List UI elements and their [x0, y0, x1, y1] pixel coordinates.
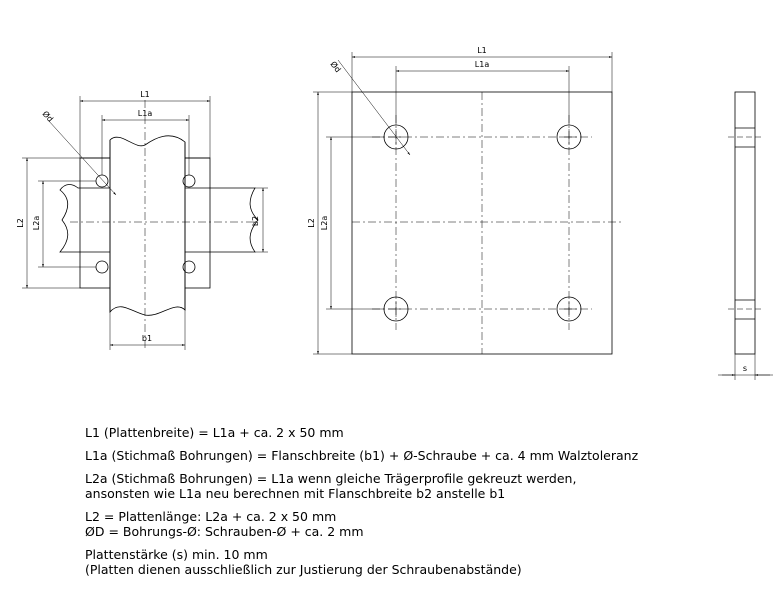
- side-plate-outline: [734, 91, 756, 355]
- note-purpose: (Platten dienen ausschließlich zur Justi…: [85, 562, 522, 577]
- front-dim-l1a: L1a: [475, 60, 490, 69]
- note-diameter: ØD = Bohrungs-Ø: Schrauben-Ø + ca. 2 mm: [85, 524, 364, 539]
- left-dim-b1: b1: [142, 334, 152, 343]
- left-horizontal-beam: [59, 184, 259, 253]
- front-view: [313, 52, 622, 355]
- left-dim-b2: b2: [251, 216, 260, 226]
- note-l2a-continued: ansonsten wie L1a neu berechnen mit Flan…: [85, 486, 506, 501]
- left-dim-l2a: L2a: [32, 216, 41, 231]
- note-thickness: Plattenstärke (s) min. 10 mm: [85, 547, 268, 562]
- side-view: [718, 91, 773, 380]
- technical-drawing: L1 L1a L2 L2a b2 b1 Ød: [16, 46, 773, 380]
- note-l2a: L2a (Stichmaß Bohrungen) = L1a wenn glei…: [85, 471, 577, 486]
- left-hole-bottom-left: [95, 260, 109, 274]
- front-dim-l1: L1: [477, 46, 487, 55]
- left-hole-bottom-right: [182, 260, 196, 274]
- note-l1a: L1a (Stichmaß Bohrungen) = Flanschbreite…: [85, 448, 639, 463]
- front-dim-diameter: Ød: [328, 59, 343, 74]
- left-dim-l1: L1: [140, 90, 150, 99]
- left-vertical-beam: [109, 135, 186, 316]
- notes-block: L1 (Plattenbreite) = L1a + ca. 2 x 50 mm…: [85, 425, 765, 577]
- left-dim-l2: L2: [16, 218, 25, 228]
- front-dim-l2: L2: [307, 218, 316, 228]
- note-l1: L1 (Plattenbreite) = L1a + ca. 2 x 50 mm: [85, 425, 344, 440]
- left-dim-diameter: Ød: [41, 109, 56, 124]
- left-hole-top-left: [95, 174, 109, 188]
- side-dim-s: s: [743, 364, 747, 373]
- note-l2: L2 = Plattenlänge: L2a + ca. 2 x 50 mm: [85, 509, 337, 524]
- left-view: [22, 96, 268, 350]
- left-dim-l1a: L1a: [138, 109, 153, 118]
- front-dim-l2a: L2a: [320, 216, 329, 231]
- front-view-labels: L1 L1a L2 L2a Ød: [307, 46, 489, 230]
